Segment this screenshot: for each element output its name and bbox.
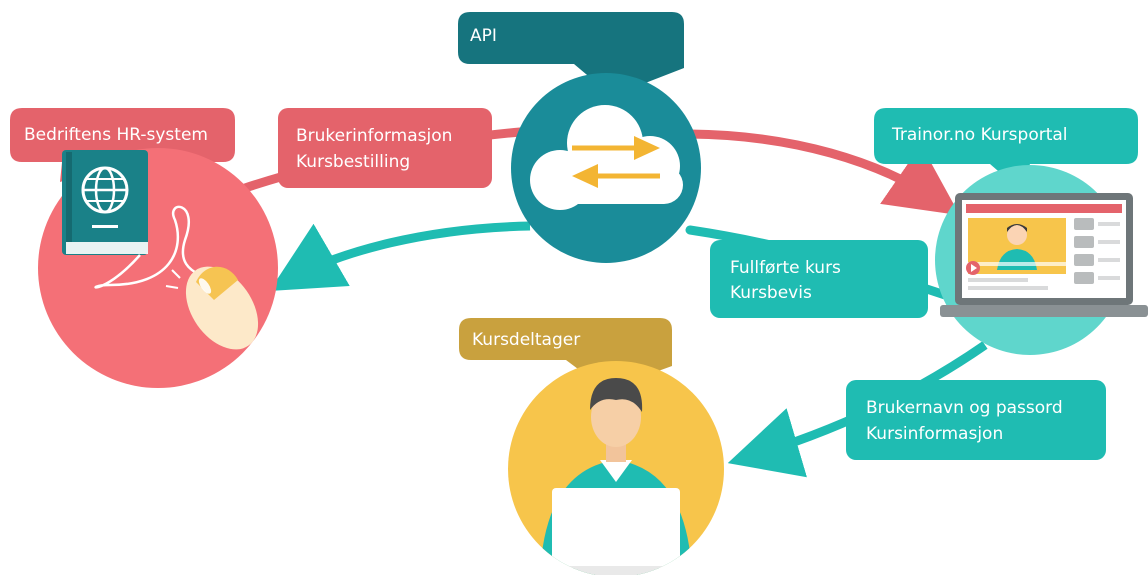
participant-node: Kursdeltager <box>459 318 724 575</box>
arrow-api-to-portal <box>689 129 960 216</box>
api-label: API <box>470 26 497 46</box>
flow-from-portal-line-1: Fullførte kurs <box>730 258 841 278</box>
portal-label-bubble <box>874 108 1138 190</box>
flow-to-participant-line-1: Brukernavn og passord <box>866 398 1063 418</box>
play-icon <box>966 261 980 275</box>
mouse-cable <box>94 205 201 289</box>
arrow-api-to-hr <box>269 221 531 292</box>
flow-box-to-api: Brukerinformasjon Kursbestilling <box>278 108 492 188</box>
video-playlist <box>1074 218 1120 284</box>
portal-node: Trainor.no Kursportal <box>874 108 1148 355</box>
portal-label: Trainor.no Kursportal <box>891 125 1068 145</box>
video-presenter-icon <box>968 218 1066 290</box>
api-label-bubble <box>458 12 684 96</box>
api-node: API <box>458 12 701 263</box>
flow-box-from-portal: Fullførte kurs Kursbevis <box>710 240 928 318</box>
book-globe-icon <box>62 150 148 255</box>
flow-box-to-participant: Brukernavn og passord Kursinformasjon <box>846 380 1106 460</box>
hr-system-node: Bedriftens HR-system <box>10 108 278 388</box>
person-at-laptop-icon <box>540 378 692 575</box>
flow-to-participant-line-2: Kursinformasjon <box>866 424 1003 444</box>
hr-system-label: Bedriftens HR-system <box>24 125 208 145</box>
participant-label: Kursdeltager <box>472 330 580 350</box>
flow-to-api-line-2: Kursbestilling <box>296 152 410 172</box>
mouse-icon <box>165 266 259 350</box>
flow-from-portal-line-2: Kursbevis <box>730 283 812 303</box>
flow-to-api-line-1: Brukerinformasjon <box>296 126 452 146</box>
swap-arrows-icon <box>572 136 660 188</box>
